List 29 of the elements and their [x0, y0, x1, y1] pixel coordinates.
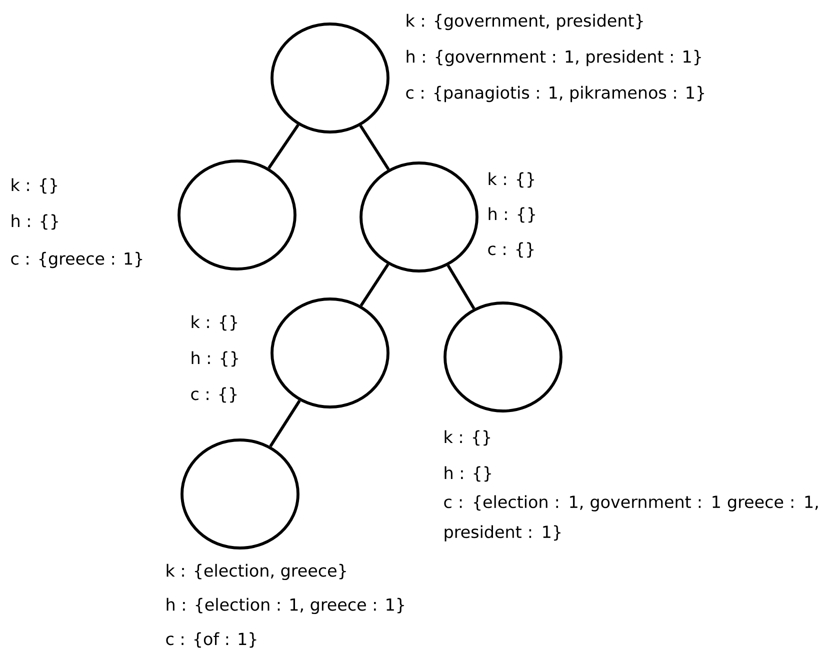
- node-annotation: c : {}: [488, 242, 534, 258]
- node-annotation: k : {}: [488, 172, 534, 188]
- node-annotation: h : {}: [488, 207, 535, 223]
- tree-edge: [446, 264, 476, 310]
- tree-edge: [359, 124, 390, 170]
- node-annotation: c : {election : 1, government : 1 greece : 1, president : 1}: [444, 495, 818, 542]
- node-annotation: c : {greece : 1}: [11, 252, 142, 268]
- tree-edge: [269, 400, 301, 448]
- node-annotation: k : {}: [192, 315, 237, 331]
- node-annotation: h : {government : 1, president : 1}: [406, 50, 701, 66]
- tree-node-circle: [444, 302, 562, 412]
- tree-edge: [360, 264, 390, 306]
- node-annotation: k : {}: [444, 430, 490, 446]
- tree-node-circle: [270, 298, 390, 408]
- node-annotation: c : {of : 1}: [166, 632, 256, 648]
- tree-node-circle: [360, 162, 478, 272]
- node-annotation: c : {}: [191, 387, 237, 403]
- node-annotation: k : {election, greece}: [166, 564, 346, 580]
- tree-edge: [268, 124, 300, 169]
- tree-node-circle: [270, 22, 390, 134]
- node-annotation: h : {}: [12, 214, 58, 230]
- tree-node-circle: [180, 438, 300, 550]
- tree-node-circle: [178, 160, 296, 270]
- node-annotation: k : {government, president}: [406, 14, 643, 30]
- node-annotation: h : {}: [444, 466, 491, 482]
- node-annotation: h : {}: [192, 351, 238, 367]
- node-annotation: k : {}: [12, 178, 57, 194]
- node-annotation: c : {panagiotis : 1, pikramenos : 1}: [406, 86, 704, 102]
- node-annotation: h : {election : 1, greece : 1}: [166, 598, 404, 614]
